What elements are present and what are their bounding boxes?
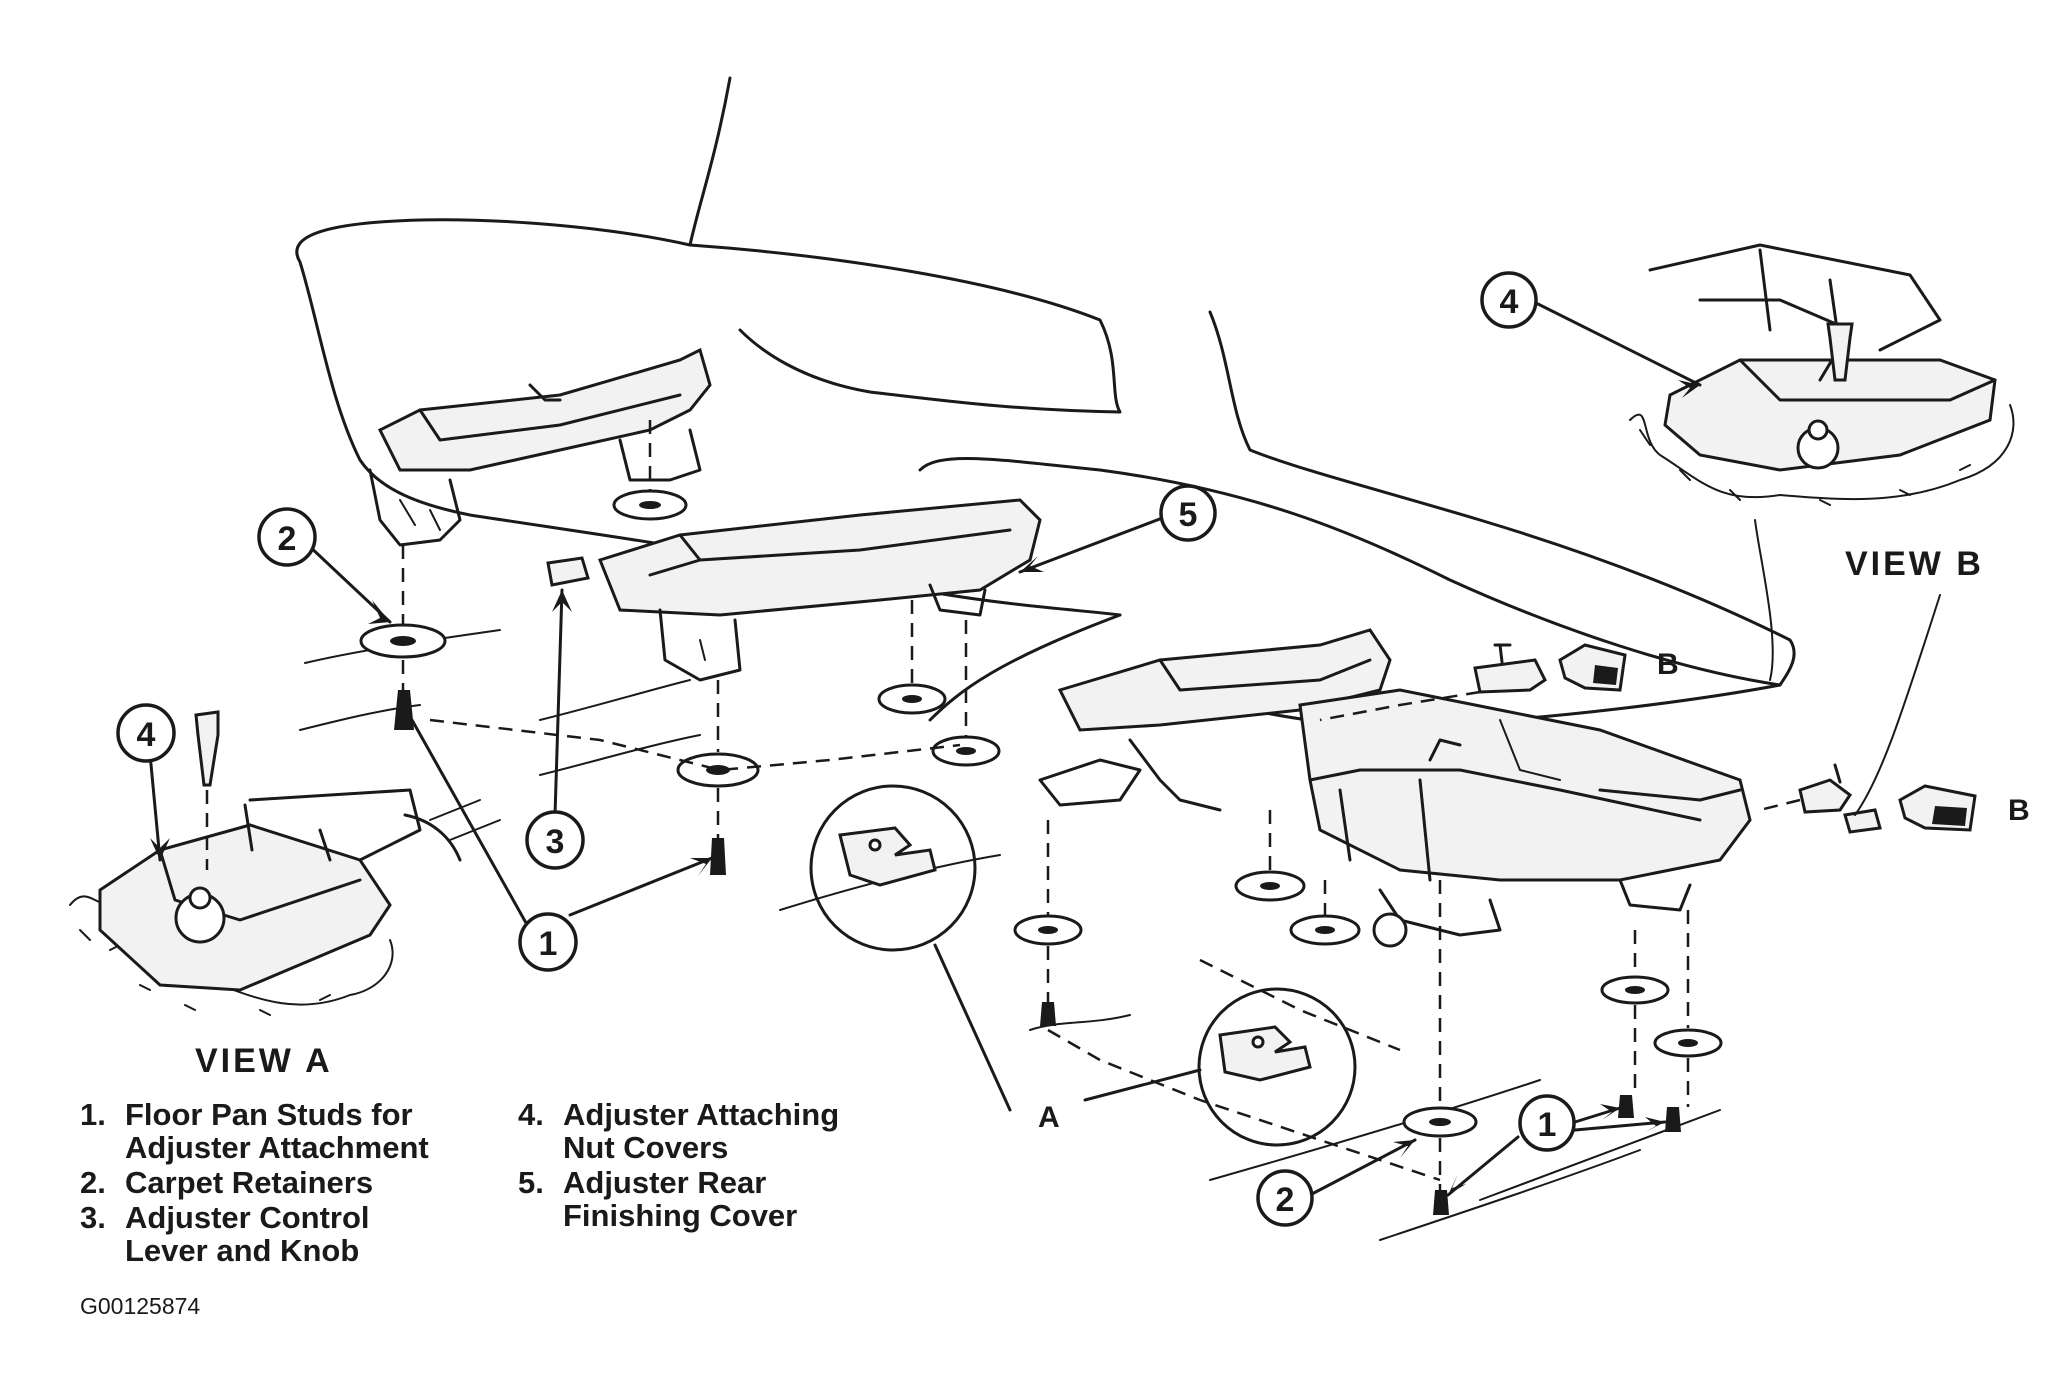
legend-item-1-number: 1.: [80, 1097, 106, 1132]
legend-right: 4. Adjuster Attaching Nut Covers 5. Adju…: [518, 1098, 938, 1232]
callout-1-right-label: 1: [1538, 1106, 1557, 1144]
callout-1-right: 1: [1518, 1094, 1576, 1152]
carpet-retainers: [359, 489, 1723, 1138]
legend-item-4-text: Adjuster Attaching Nut Covers: [563, 1097, 840, 1165]
legend-item-3: 3. Adjuster Control Lever and Knob: [80, 1201, 500, 1267]
callout-2-right-label: 2: [1276, 1181, 1295, 1219]
legend-item-2: 2. Carpet Retainers: [80, 1166, 500, 1199]
legend-item-1: 1. Floor Pan Studs for Adjuster Attachme…: [80, 1098, 500, 1164]
view-b-title: VIEW B: [1845, 545, 1984, 583]
callout-4-view-a: 4: [116, 703, 176, 763]
label-b-upper: B: [1657, 648, 1679, 681]
legend-item-3-number: 3.: [80, 1200, 106, 1235]
detail-circle-a-right: [1197, 987, 1357, 1147]
detail-circle-a-left: [809, 784, 977, 952]
label-a: A: [1038, 1101, 1060, 1134]
alignment-dashed-lines: [401, 420, 1801, 1190]
callout-3: 3: [525, 810, 585, 870]
seat-cushion-outline: [295, 76, 1796, 1241]
legend-item-4-number: 4.: [518, 1097, 544, 1132]
view-a-inset: [69, 710, 501, 1016]
callout-2-left-label: 2: [278, 520, 297, 558]
callout-2-right: 2: [1256, 1169, 1314, 1227]
callout-1-left: 1: [518, 912, 578, 972]
legend-item-2-text: Carpet Retainers: [125, 1165, 374, 1200]
adjuster-control-lever-knob: [546, 556, 590, 587]
view-b-inset: [1629, 243, 2015, 506]
callout-4-view-a-label: 4: [137, 716, 156, 754]
leader-lines: [148, 298, 1941, 1197]
floor-pan-studs: [394, 690, 1681, 1215]
callout-2-left: 2: [257, 507, 317, 567]
legend-item-2-number: 2.: [80, 1165, 106, 1200]
view-b-direction-arrow-lower: [1898, 784, 1977, 832]
arrowheads: [150, 380, 1700, 1195]
legend-item-5-number: 5.: [518, 1165, 544, 1200]
legend-item-5: 5. Adjuster Rear Finishing Cover: [518, 1166, 938, 1232]
label-b-lower: B: [2008, 794, 2030, 827]
callout-5-label: 5: [1179, 496, 1198, 534]
view-a-title: VIEW A: [195, 1042, 333, 1080]
callout-4-view-b-label: 4: [1500, 283, 1519, 321]
view-b-direction-arrow-upper: [1558, 643, 1627, 692]
legend-left: 1. Floor Pan Studs for Adjuster Attachme…: [80, 1098, 500, 1267]
figure-id: G00125874: [80, 1293, 201, 1319]
left-seat-adjuster-track: [368, 347, 712, 547]
rear-finishing-cover-lower: [1798, 763, 1882, 834]
callout-5: 5: [1159, 484, 1217, 542]
legend-item-3-text: Adjuster Control Lever and Knob: [125, 1200, 370, 1268]
callout-1-left-label: 1: [539, 925, 558, 963]
callout-4-view-b: 4: [1480, 271, 1538, 329]
legend-item-1-text: Floor Pan Studs for Adjuster Attachment: [125, 1097, 429, 1165]
center-seat-adjuster-track: [598, 498, 1042, 682]
legend-item-4: 4. Adjuster Attaching Nut Covers: [518, 1098, 938, 1164]
callout-3-label: 3: [546, 823, 565, 861]
legend-item-5-text: Adjuster Rear Finishing Cover: [563, 1165, 798, 1233]
right-seat-adjuster-assembly: [1038, 628, 1752, 948]
rear-finishing-cover-upper: [1473, 643, 1547, 694]
